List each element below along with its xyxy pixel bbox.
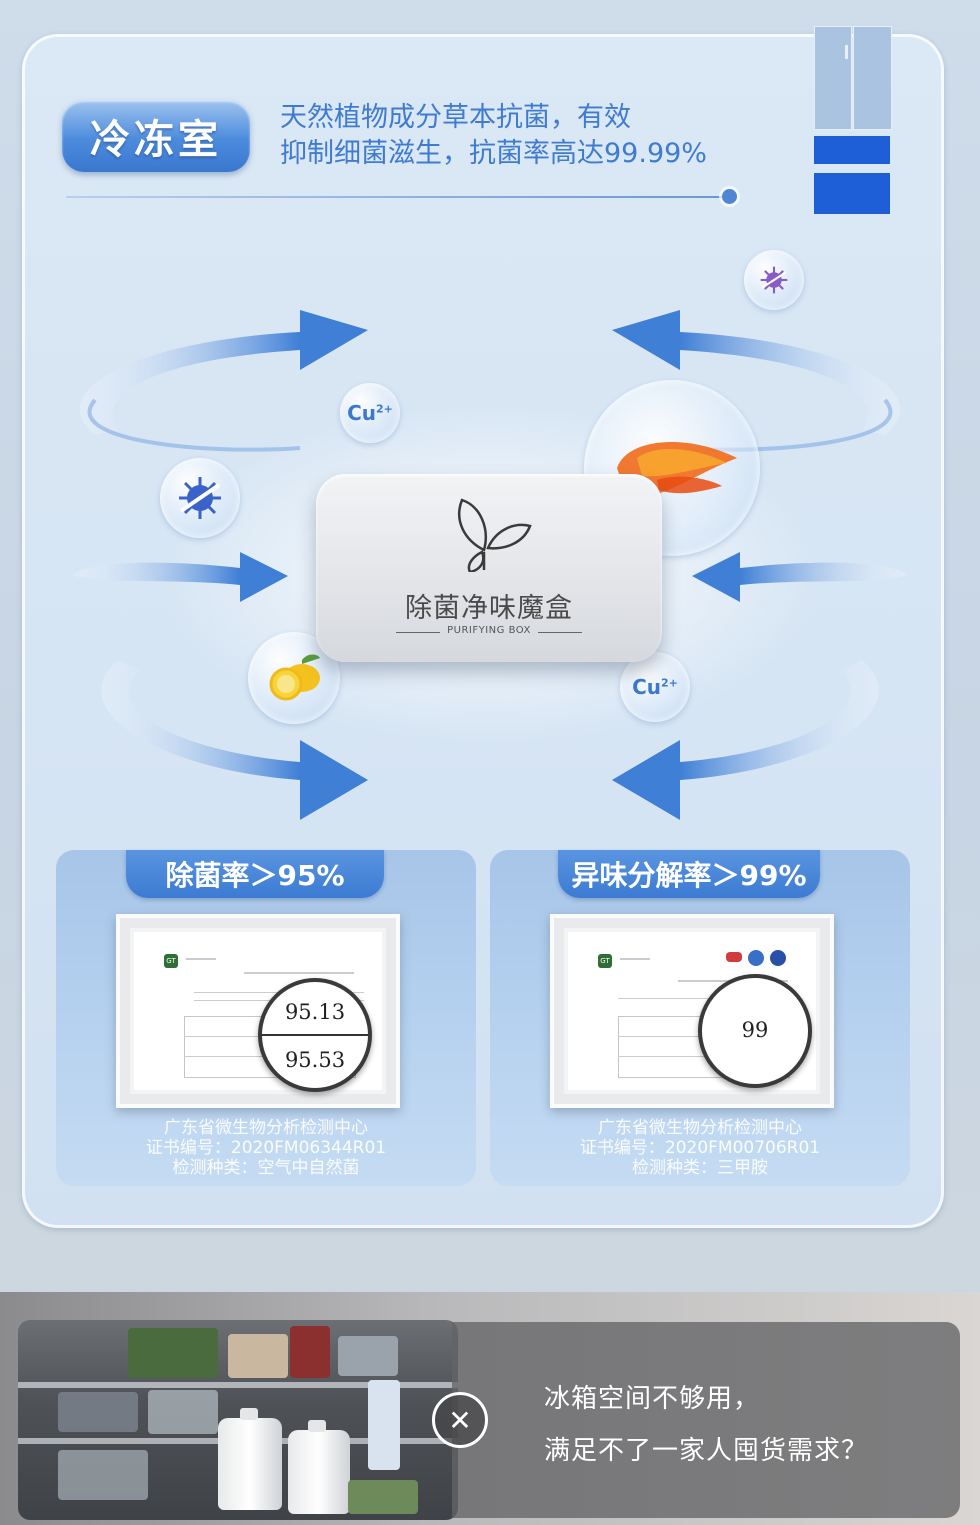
card-tab: 异味分解率＞99% xyxy=(558,850,820,898)
crowded-fridge-photo xyxy=(18,1320,458,1520)
lemon-bubble xyxy=(248,632,340,724)
fridge-icon xyxy=(812,26,892,218)
lab-logo-icon: GT xyxy=(164,954,178,968)
magnified-value: 99 xyxy=(741,1018,769,1042)
copper-ion-bubble-left: Cu2+ xyxy=(340,383,400,443)
odor-decomposition-card: 异味分解率＞99% GT 99 广东省微生物分析检测中心 证书编号：2020FM… xyxy=(490,850,910,1186)
fruit-slices-icon xyxy=(617,441,737,499)
fruit-bubble xyxy=(584,380,760,556)
bacteria-bubble-right xyxy=(744,250,804,310)
caption-overlay xyxy=(452,1322,960,1518)
bacteria-icon xyxy=(179,477,221,519)
caption-line-1: 冰箱空间不够用， xyxy=(544,1384,761,1414)
cma-mark-icon xyxy=(726,952,742,962)
virus-icon xyxy=(760,266,788,294)
divider-dot xyxy=(722,189,737,204)
card-tab-label: 除菌率＞95% xyxy=(165,859,345,892)
caption-line-2: 满足不了一家人囤货需求？ xyxy=(544,1436,869,1466)
storage-problem-section: ✕ 冰箱空间不够用， 满足不了一家人囤货需求？ xyxy=(0,1292,980,1525)
leaf-icon xyxy=(457,498,532,572)
freezer-drawer-upper-highlight xyxy=(814,136,890,164)
fridge-right-door xyxy=(853,26,892,130)
test-certificate: GT 95.13 95.53 xyxy=(116,914,400,1108)
headline-line-2: 抑制细菌滋生，抗菌率高达99.99% xyxy=(280,138,707,169)
magnified-value-2: 95.53 xyxy=(284,1048,346,1072)
bacteria-bubble-left xyxy=(160,458,240,538)
lemon-icon xyxy=(269,654,320,701)
accreditation-mark-icon xyxy=(748,950,764,966)
product-subtitle: PURIFYING BOX xyxy=(447,625,531,636)
feature-headline: 天然植物成分草本抗菌，有效 抑制细菌滋生，抗菌率高达99.99% xyxy=(280,100,760,172)
headline-line-1: 天然植物成分草本抗菌，有效 xyxy=(280,102,631,133)
magnifier-lens: 99 xyxy=(698,974,812,1088)
magnified-value-1: 95.13 xyxy=(284,1000,346,1024)
freezer-drawer-lower-highlight xyxy=(814,173,890,214)
section-title-badge: 冷冻室 xyxy=(62,100,250,172)
lab-logo-icon: GT xyxy=(598,954,612,968)
sterilization-rate-card: 除菌率＞95% GT 95.13 95.53 广东省微生物分析检测中心 证书编号… xyxy=(56,850,476,1186)
arrow-upper-left xyxy=(79,310,368,452)
certificate-info: 广东省微生物分析检测中心 证书编号：2020FM00706R01 检测种类：三甲… xyxy=(579,1118,821,1178)
section-title: 冷冻室 xyxy=(90,117,222,163)
close-icon: ✕ xyxy=(432,1392,488,1448)
cnas-mark-icon xyxy=(770,950,786,966)
arrow-lower-right xyxy=(612,660,879,820)
test-certificate: GT 99 xyxy=(550,914,834,1108)
product-name: 除菌净味魔盒 xyxy=(405,593,573,624)
fridge-left-door xyxy=(814,26,852,130)
arrow-lower-left xyxy=(101,660,368,820)
card-tab: 除菌率＞95% xyxy=(126,850,384,898)
certificate-info: 广东省微生物分析检测中心 证书编号：2020FM06344R01 检测种类：空气… xyxy=(145,1118,387,1178)
header-divider xyxy=(66,196,730,198)
magnifier-lens: 95.13 95.53 xyxy=(258,978,372,1092)
card-tab-label: 异味分解率＞99% xyxy=(571,859,807,892)
purifying-box-product: 除菌净味魔盒 PURIFYING BOX xyxy=(316,474,662,662)
arrow-middle-left xyxy=(72,552,288,602)
copper-ion-bubble-right: Cu2+ xyxy=(620,652,690,722)
arrow-middle-right xyxy=(692,552,908,602)
